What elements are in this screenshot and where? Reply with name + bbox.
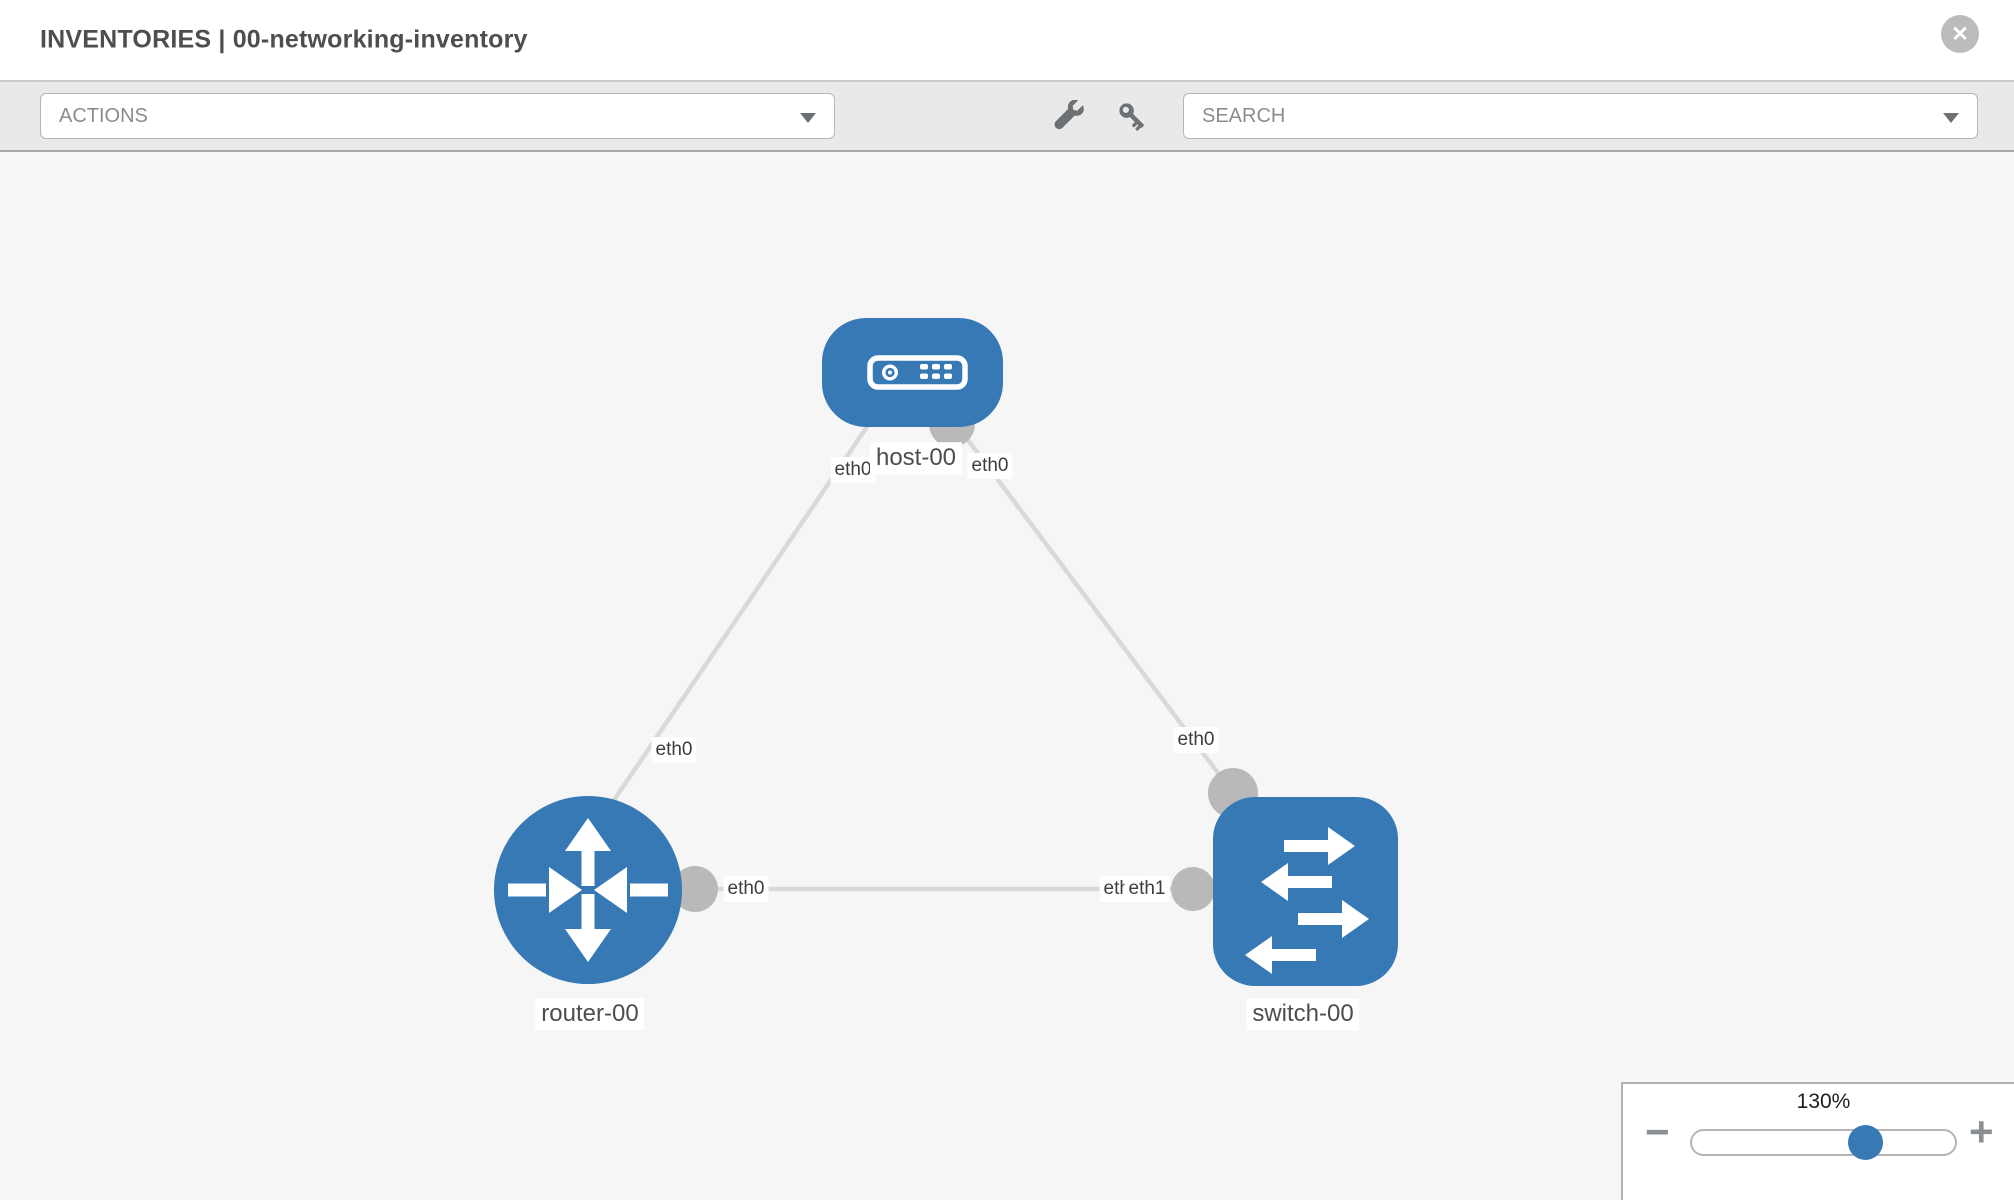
chevron-down-icon [1943, 113, 1959, 123]
actions-dropdown-label: ACTIONS [59, 104, 148, 127]
zoom-out-button[interactable]: − [1645, 1108, 1670, 1155]
node-switch[interactable] [1213, 797, 1398, 986]
chevron-down-icon [800, 113, 816, 123]
zoom-slider-thumb[interactable] [1848, 1125, 1883, 1160]
interface-label: eth0 [830, 457, 876, 483]
zoom-panel: 130% − + [1621, 1082, 2014, 1200]
interface-dot-switch-left [1171, 867, 1215, 911]
key-icon[interactable] [1116, 100, 1150, 134]
interface-dots [672, 401, 1258, 912]
zoom-level: 130% [1796, 1090, 1851, 1113]
switch-icon [1245, 827, 1369, 974]
search-dropdown[interactable]: SEARCH [1183, 93, 1978, 139]
actions-dropdown[interactable]: ACTIONS [40, 93, 835, 139]
toolbar: ACTIONS SEARCH [0, 82, 2014, 152]
topology-links [610, 406, 1235, 892]
interface-label: eth0 [1173, 727, 1219, 753]
interface-label: eth1 [1124, 876, 1170, 902]
zoom-slider-track[interactable] [1690, 1129, 1957, 1156]
search-dropdown-label: SEARCH [1202, 104, 1286, 127]
close-icon[interactable]: ✕ [1941, 15, 1979, 53]
node-router[interactable] [494, 796, 682, 984]
node-label-switch: switch-00 [1246, 998, 1360, 1030]
interface-dot-router [672, 866, 718, 912]
router-icon [508, 818, 668, 962]
interface-label: eth0 [967, 453, 1013, 479]
node-label-router: router-00 [535, 998, 645, 1030]
interface-label: eth0 [651, 737, 697, 763]
node-label-host: host-00 [869, 442, 963, 474]
wrench-icon[interactable] [1052, 100, 1086, 134]
page-title: INVENTORIES | 00-networking-inventory [40, 25, 528, 54]
zoom-in-button[interactable]: + [1969, 1108, 1994, 1155]
interface-label: eth0 [723, 876, 769, 902]
node-host[interactable] [822, 318, 1003, 427]
header: INVENTORIES | 00-networking-inventory ✕ [0, 0, 2014, 82]
host-icon [867, 355, 968, 390]
